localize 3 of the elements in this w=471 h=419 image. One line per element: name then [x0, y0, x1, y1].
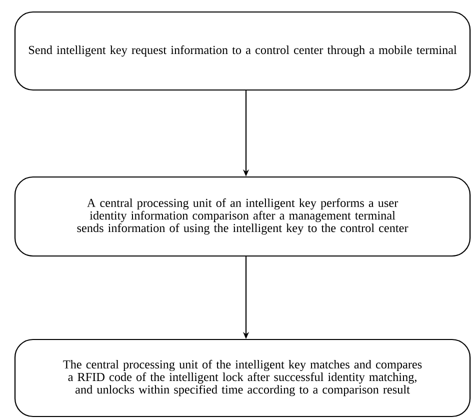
- process-box: Send intelligent key request information to a control center through a mobile terminal: [14, 11, 471, 91]
- process-box: The central processing unit of the intelligent key matches and compares a RFID code of the intelligent lock after successful identity matching, and unlocks within specified time according to a comparison result: [14, 338, 471, 418]
- process-box: A central processing unit of an intelligent key performs a user identity information comparison after a management terminal sends information of using the intelligent key to the control center: [14, 176, 471, 257]
